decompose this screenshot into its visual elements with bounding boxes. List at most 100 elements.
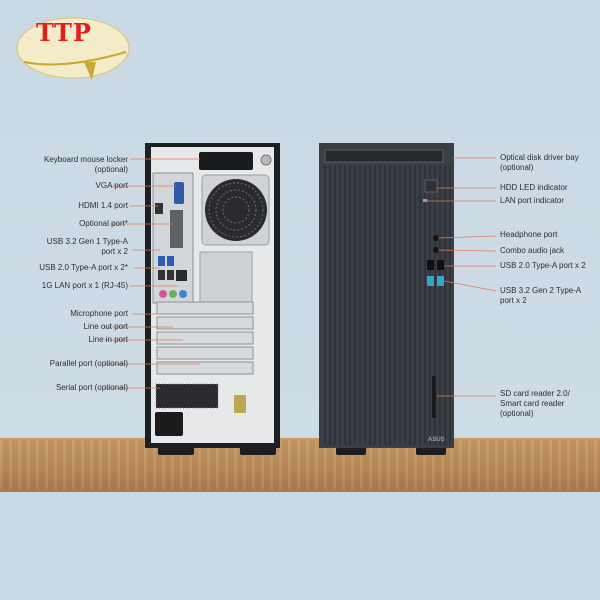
label-line: USB 3.2 Gen 2 Type-A — [500, 286, 582, 295]
front-tower: ASUS — [319, 143, 454, 455]
label-hdmi-port: HDMI 1.4 port — [78, 201, 128, 211]
front-slat — [364, 165, 366, 445]
power-connector — [155, 412, 183, 436]
label-line: Serial port (optional) — [55, 383, 128, 392]
front-foot-right — [416, 446, 446, 455]
front-usb-2-port — [427, 260, 434, 270]
label-line-in-port: Line in port — [88, 335, 128, 345]
vga-port — [174, 182, 184, 204]
front-usb-2-port — [437, 260, 444, 270]
expansion-slot — [156, 361, 254, 375]
usb-3-port — [167, 256, 174, 266]
front-slat — [394, 165, 396, 445]
usb-2-port — [158, 270, 165, 280]
label-line: USB 3.2 Gen 1 Type-A — [46, 237, 128, 246]
label-line: (optional) — [500, 409, 534, 418]
label-microphone-port: Microphone port — [70, 309, 128, 319]
expansion-slot — [156, 331, 254, 345]
rear-tower — [145, 143, 280, 455]
logo-text: TTP — [36, 18, 92, 47]
front-chassis — [319, 143, 454, 448]
front-foot-left — [336, 446, 366, 455]
leader-line — [437, 249, 497, 252]
front-slat — [444, 165, 446, 445]
fan-grille-pattern — [222, 196, 250, 224]
front-slat — [414, 165, 416, 445]
label-line: USB 2.0 Type-A port x 2* — [39, 263, 128, 272]
front-slat — [374, 165, 376, 445]
leader-line — [437, 235, 497, 239]
front-slat — [399, 165, 401, 445]
label-line: USB 2.0 Type-A port x 2 — [500, 261, 586, 270]
microphone-jack — [159, 290, 167, 298]
lower-background — [0, 492, 600, 600]
front-slat — [404, 165, 406, 445]
label-line: SD card reader 2.0/ — [500, 389, 570, 398]
combo-audio-jack — [433, 247, 439, 253]
lan-led-indicator — [423, 199, 427, 202]
hdmi-port — [155, 203, 163, 214]
rear-foot-right — [240, 446, 276, 455]
front-slat — [434, 165, 436, 445]
leader-line — [443, 280, 497, 292]
label-line: Combo audio jack — [500, 246, 565, 255]
fan-grille-pattern — [215, 189, 257, 231]
label-front-usb-2: USB 2.0 Type-A port x 2 — [500, 261, 586, 271]
line-in-jack — [179, 290, 187, 298]
front-slat — [329, 165, 331, 445]
usb-3-port — [158, 256, 165, 266]
psu-vent-pattern — [155, 383, 219, 409]
expansion-area — [199, 251, 253, 303]
expansion-slot — [156, 346, 254, 360]
fan-grille — [205, 179, 267, 241]
front-slat — [344, 165, 346, 445]
expansion-slot — [156, 301, 254, 315]
optical-bay — [325, 150, 443, 162]
usb-2-port — [167, 270, 174, 280]
label-line: Line out port — [83, 322, 128, 331]
label-vga-port: VGA port — [96, 181, 128, 191]
wood-grain — [0, 440, 600, 490]
hdd-led-indicator — [424, 179, 438, 193]
front-slat — [449, 165, 451, 445]
label-line: port x 2 — [101, 247, 128, 256]
label-line: VGA port — [95, 181, 128, 190]
leader-lines — [104, 157, 497, 397]
label-line: Smart card reader — [500, 399, 565, 408]
front-usb-3-port — [427, 276, 434, 286]
label-front-usb-3: USB 3.2 Gen 2 Type-A port x 2 — [500, 286, 581, 306]
front-slat — [334, 165, 336, 445]
label-optical-bay: Optical disk driver bay (optional) — [500, 153, 579, 173]
lan-port — [176, 270, 187, 281]
front-slat — [389, 165, 391, 445]
label-hdd-led: HDD LED indicator — [500, 183, 568, 193]
label-lan-indicator: LAN port indicator — [500, 196, 564, 206]
rear-foot-left — [158, 446, 194, 455]
front-slat — [429, 165, 431, 445]
label-card-reader: SD card reader 2.0/ Smart card reader (o… — [500, 389, 570, 419]
thumb-screw — [260, 154, 272, 166]
label-serial-port: Serial port (optional) — [56, 383, 128, 393]
optical-bay-outline — [324, 149, 444, 163]
wooden-table — [0, 438, 600, 492]
front-usb-3-port — [437, 276, 444, 286]
handle-slot — [199, 152, 253, 170]
label-line: Optical disk driver bay — [500, 153, 579, 162]
label-line: Microphone port — [70, 309, 128, 318]
front-slat — [369, 165, 371, 445]
security-lock-slot — [234, 395, 246, 413]
label-line: port x 2 — [500, 296, 527, 305]
label-parallel-port: Parallel port (optional) — [50, 359, 128, 369]
label-lan-port: 1G LAN port x 1 (RJ-45) — [42, 281, 128, 291]
front-slat — [324, 165, 326, 445]
front-slat — [379, 165, 381, 445]
label-line: (optional) — [94, 165, 128, 174]
label-line: LAN port indicator — [500, 196, 565, 205]
label-optional-port: Optional port* — [79, 219, 128, 229]
label-line: (optional) — [500, 163, 534, 172]
label-line: HDMI 1.4 port — [78, 201, 128, 210]
front-slat — [354, 165, 356, 445]
label-line: Parallel port (optional) — [49, 359, 128, 368]
front-slat — [359, 165, 361, 445]
